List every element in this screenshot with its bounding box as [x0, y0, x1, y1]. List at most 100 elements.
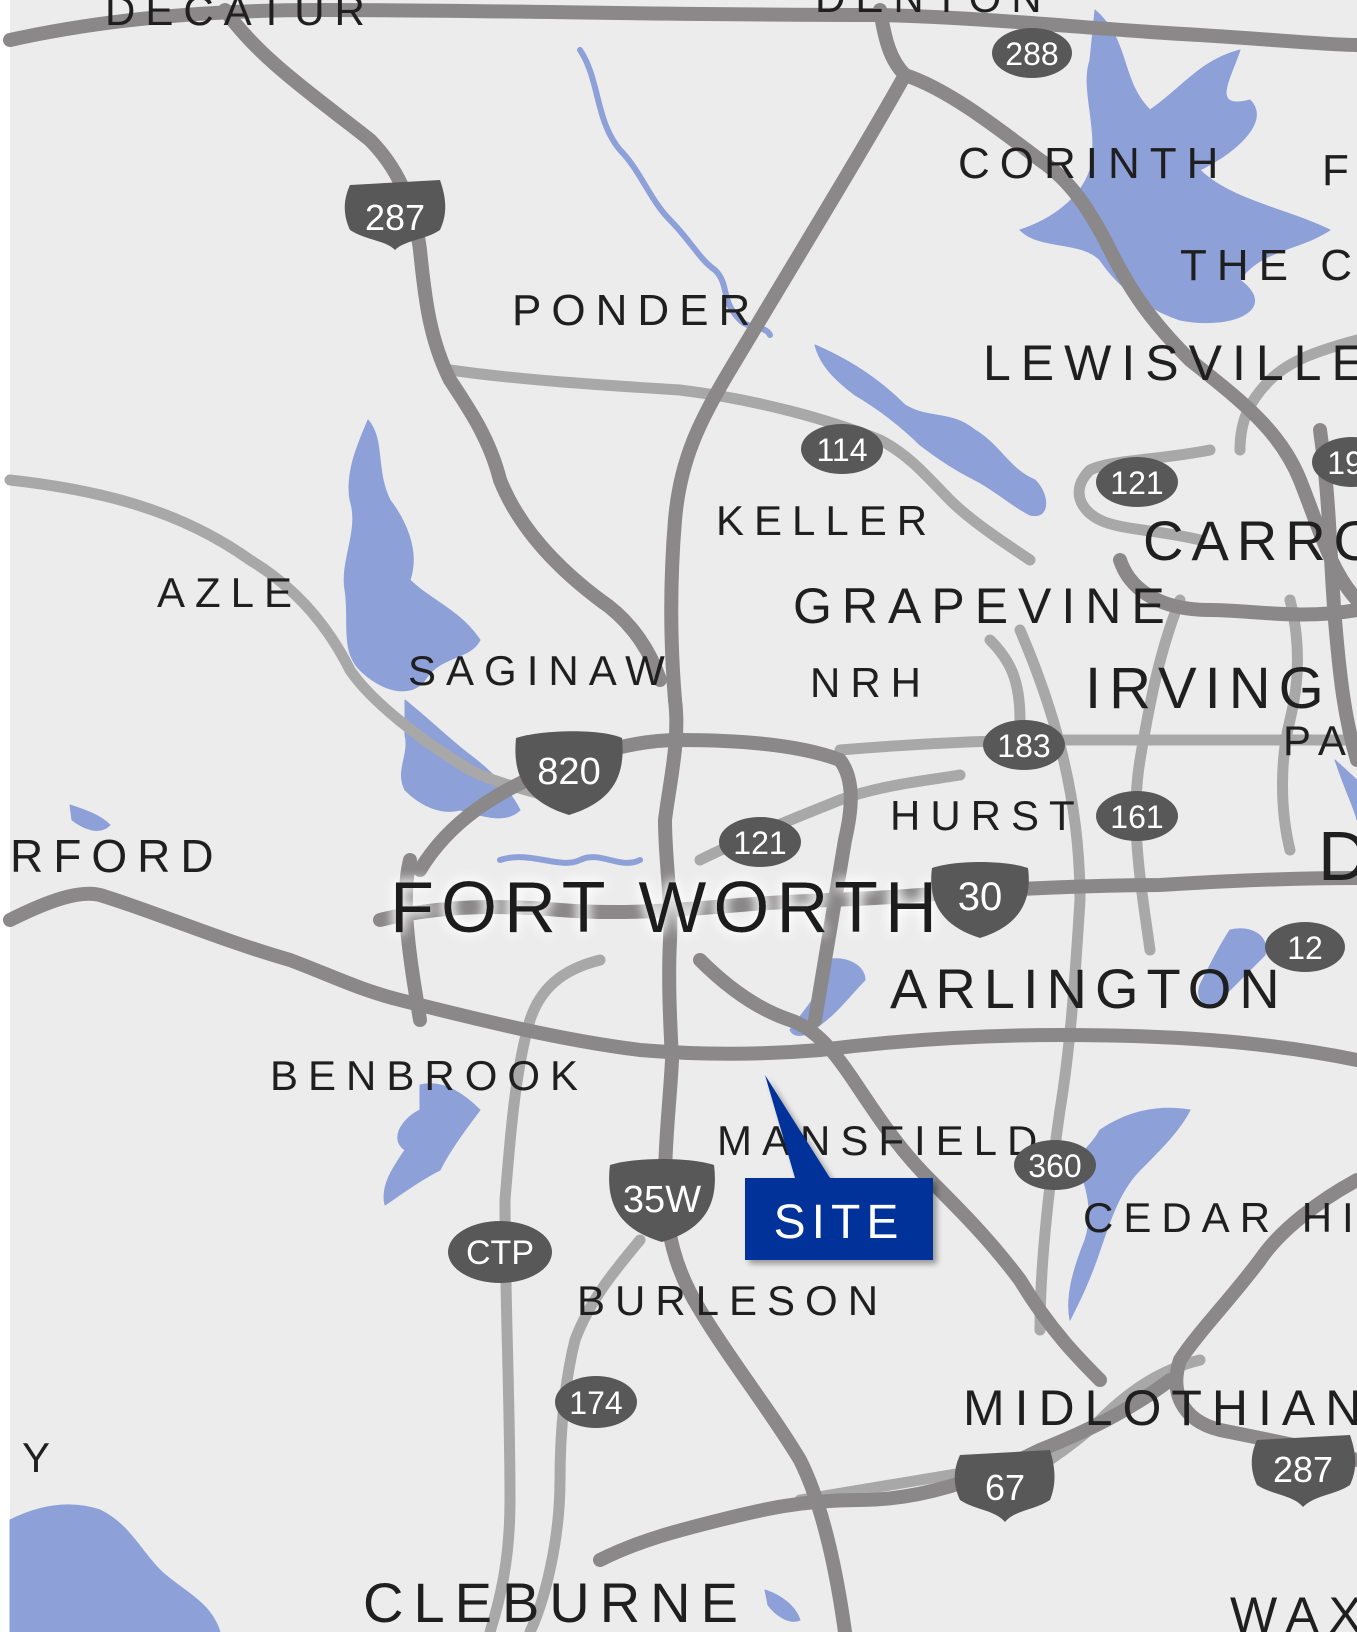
- site-marker[interactable]: SITE: [745, 1075, 933, 1260]
- shield-sh121-south: 121: [719, 817, 801, 867]
- city-the-colony: THE CO: [1180, 241, 1357, 290]
- svg-text:CTP: CTP: [466, 1234, 534, 1272]
- road-east-1: [1277, 594, 1303, 856]
- city-nrh: NRH: [810, 659, 931, 706]
- city-arlington: ARLINGTON: [890, 957, 1288, 1020]
- shield-sh288: 288: [992, 28, 1072, 78]
- south-water: [9, 1504, 221, 1632]
- site-marker-pointer: [765, 1075, 830, 1178]
- city-ponder: PONDER: [512, 286, 760, 335]
- svg-text:287: 287: [365, 197, 425, 238]
- water-bodies: [9, 9, 1357, 1632]
- shield-sh183: 183: [983, 720, 1065, 770]
- weatherford-lake: [69, 804, 111, 831]
- shield-sh19x: 19: [1312, 437, 1357, 487]
- svg-text:183: 183: [997, 728, 1050, 764]
- shield-i35w: 35W: [609, 1159, 715, 1242]
- us-287-north: [218, 3, 667, 687]
- city-grand-prairie: PA: [1283, 717, 1356, 764]
- city-cleburne: CLEBURNE: [363, 1571, 748, 1632]
- shield-sh174: 174: [555, 1376, 637, 1428]
- i35w-central: [658, 693, 852, 1632]
- road-i820-west: [398, 853, 427, 1027]
- city-azle: AZLE: [157, 569, 302, 616]
- shield-us287-south: 287: [1251, 1435, 1356, 1507]
- shield-sh360: 360: [1014, 1140, 1096, 1190]
- road-east-2: [1234, 334, 1357, 456]
- city-weatherford: RFORD: [10, 830, 224, 882]
- svg-text:287: 287: [1273, 1449, 1333, 1490]
- svg-text:67: 67: [985, 1467, 1025, 1508]
- trinity-river: [497, 854, 643, 866]
- road-irving: [1113, 553, 1357, 622]
- shield-sh161: 161: [1096, 791, 1178, 841]
- svg-text:288: 288: [1005, 36, 1058, 72]
- eagle-mountain-lake: [343, 419, 481, 692]
- lake-lewisville: [1019, 9, 1331, 324]
- city-benbrook: BENBROOK: [270, 1052, 588, 1099]
- city-lewisville: LEWISVILLE: [983, 335, 1357, 391]
- city-dallas: D: [1318, 817, 1357, 895]
- svg-text:121: 121: [1110, 465, 1163, 501]
- city-midlothian: MIDLOTHIAN: [963, 1380, 1357, 1436]
- city-fort-worth: FORT WORTH: [390, 868, 944, 948]
- city-grapevine: GRAPEVINE: [793, 578, 1175, 634]
- city-carrollton: CARRO: [1143, 509, 1357, 572]
- road-azle: [4, 474, 566, 806]
- road-114: [444, 364, 1036, 566]
- city-keller: KELLER: [716, 497, 937, 544]
- shield-i30: 30: [931, 862, 1029, 938]
- shield-sh121-north: 121: [1096, 457, 1178, 507]
- city-waxahachie: WAX: [1230, 1587, 1357, 1632]
- lake-grapevine: [814, 344, 1047, 517]
- city-mansfield: MANSFIELD: [717, 1117, 1047, 1164]
- road-mansfield-hwy: [693, 953, 1107, 1387]
- benbrook-lake: [383, 1083, 481, 1206]
- i35e: [898, 68, 1357, 607]
- svg-text:30: 30: [958, 875, 1003, 919]
- shield-sh12: 12: [1265, 922, 1345, 972]
- highway-shields: 287 288 114 121 19 820 183 121: [344, 28, 1357, 1522]
- site-marker-label: SITE: [774, 1196, 905, 1249]
- city-decatur: DECATUR: [105, 0, 375, 34]
- shield-i820: 820: [515, 731, 623, 815]
- i30: [373, 871, 1357, 927]
- svg-text:174: 174: [569, 1385, 622, 1421]
- svg-text:35W: 35W: [623, 1179, 701, 1221]
- mountain-creek-lake: [1198, 928, 1267, 1005]
- shield-ctp: CTP: [448, 1221, 552, 1283]
- site-marker-box: [745, 1178, 933, 1260]
- road-183: [834, 734, 1357, 756]
- city-corinth: CORINTH: [958, 139, 1228, 188]
- city-saginaw: SAGINAW: [408, 647, 675, 694]
- city-labels: DECATUR DENTON CORINTH F THE CO PONDER L…: [10, 0, 1357, 1632]
- svg-text:19: 19: [1327, 445, 1357, 481]
- small-water-south: [764, 1589, 801, 1622]
- shield-sh114: 114: [801, 424, 883, 474]
- city-irving: IRVING: [1085, 656, 1332, 721]
- roads: [3, 3, 1357, 1632]
- river-north: [577, 47, 773, 338]
- city-hurst: HURST: [890, 792, 1085, 839]
- us-67: [593, 1373, 1177, 1567]
- shield-us287-north: 287: [344, 180, 446, 250]
- svg-text:114: 114: [816, 432, 867, 468]
- svg-text:820: 820: [537, 751, 600, 793]
- svg-text:12: 12: [1287, 930, 1323, 966]
- city-denton: DENTON: [815, 0, 1052, 21]
- svg-text:360: 360: [1028, 1148, 1081, 1184]
- road-174: [524, 1234, 646, 1632]
- road-east-i35e: [1313, 423, 1357, 767]
- city-frisco: F: [1322, 146, 1357, 195]
- road-e-loop: [984, 634, 1026, 726]
- city-granbury: Y: [22, 1434, 60, 1481]
- road-north-edge: [3, 3, 1357, 52]
- city-burleson: BURLESON: [577, 1277, 888, 1324]
- city-cedar-hill: CEDAR HIL: [1083, 1194, 1357, 1241]
- svg-text:161: 161: [1110, 799, 1163, 835]
- i20: [3, 886, 1357, 1067]
- svg-text:121: 121: [733, 825, 786, 861]
- rivers: [497, 47, 773, 866]
- shield-us67: 67: [954, 1450, 1055, 1522]
